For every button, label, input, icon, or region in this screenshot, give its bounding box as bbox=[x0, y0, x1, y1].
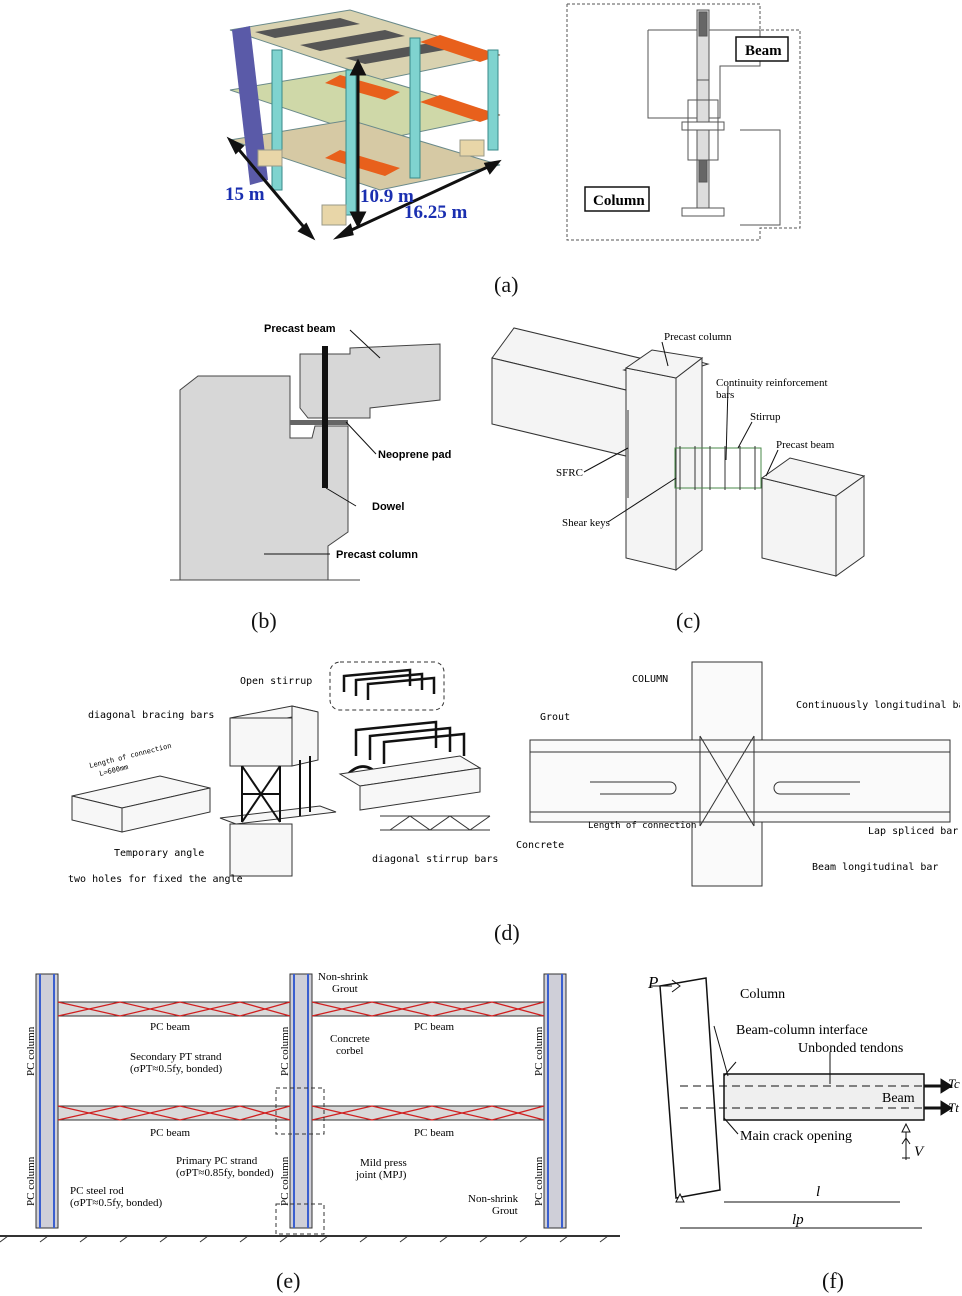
continuity-bars-label-1: Continuity reinforcement bbox=[716, 377, 828, 389]
unbonded-tendons-label: Unbonded tendons bbox=[798, 1041, 903, 1056]
caption-a: (a) bbox=[494, 272, 519, 297]
panel-a-building: 15 m 10.9 m 16.25 m Beam Column bbox=[225, 3, 801, 241]
continuous-bar-label: Continuously longitudinal bar bbox=[796, 700, 960, 711]
diagonal-bracing-bars-label: diagonal bracing bars bbox=[88, 710, 214, 721]
pc-column-label-6: PC column bbox=[533, 1156, 545, 1206]
beam-column-interface-label: Beam-column interface bbox=[736, 1023, 868, 1038]
panel-f-rocking-connection: P Column Beam-column interface Unbonded … bbox=[647, 973, 960, 1229]
beam-column-connection-detail bbox=[566, 3, 801, 241]
concrete-corbel-label-2: corbel bbox=[336, 1045, 363, 1057]
stirrup-label: Stirrup bbox=[750, 411, 781, 423]
c-precast-column-label: Precast column bbox=[664, 331, 732, 343]
length-connection-right-label: Length of connection bbox=[588, 821, 696, 831]
precast-column-label: Precast column bbox=[336, 549, 418, 561]
caption-e: (e) bbox=[276, 1268, 301, 1293]
pc-column-label-5: PC column bbox=[533, 1026, 545, 1076]
caption-c: (c) bbox=[676, 608, 701, 633]
crack-opening-label: Main crack opening bbox=[740, 1129, 852, 1144]
beam-longitudinal-label: Beam longitudinal bar bbox=[812, 862, 938, 873]
column-label: COLUMN bbox=[632, 674, 668, 685]
open-stirrup-label: Open stirrup bbox=[240, 676, 312, 687]
pc-column-label-4: PC column bbox=[279, 1156, 291, 1206]
mpj-label-1: Mild press bbox=[360, 1157, 407, 1169]
non-shrink-top-label-1: Non-shrink bbox=[318, 971, 369, 983]
pc-column-label-1: PC column bbox=[25, 1026, 37, 1076]
pc-beam-top-right-label: PC beam bbox=[414, 1021, 454, 1033]
pc-beam-top-left-label: PC beam bbox=[150, 1021, 190, 1033]
concrete-label: Concrete bbox=[516, 840, 564, 851]
dowel-label: Dowel bbox=[372, 501, 404, 513]
l-label: l bbox=[816, 1184, 820, 1200]
panel-c-sfrc-connection: Precast column Continuity reinforcement … bbox=[491, 327, 866, 577]
pc-column-label-2: PC column bbox=[25, 1156, 37, 1206]
primary-strand-label-1: Primary PC strand bbox=[176, 1155, 258, 1167]
f-beam-label: Beam bbox=[882, 1091, 915, 1106]
dim-length-label: 16.25 m bbox=[404, 202, 468, 223]
steel-rod-label-2: (σPT≈0.5fy, bonded) bbox=[70, 1197, 163, 1209]
neoprene-pad-label: Neoprene pad bbox=[378, 449, 451, 461]
pc-beam-bottom-left-label: PC beam bbox=[150, 1127, 190, 1139]
grout-label: Grout bbox=[540, 712, 570, 723]
concrete-corbel-label-1: Concrete bbox=[330, 1033, 370, 1045]
secondary-strand-label-1: Secondary PT strand bbox=[130, 1051, 222, 1063]
precast-beam-label: Precast beam bbox=[264, 323, 336, 335]
temporary-angle-label: Temporary angle bbox=[114, 848, 204, 859]
building-3d-model bbox=[229, 9, 501, 226]
panel-d-diagonal-bracing: Open stirrup diagonal bracing bars Lengt… bbox=[68, 661, 960, 887]
pc-column-label-3: PC column bbox=[279, 1026, 291, 1076]
steel-rod-label-1: PC steel rod bbox=[70, 1185, 124, 1197]
connection-beam-label: Beam bbox=[745, 43, 782, 59]
lap-spliced-label: Lap spliced bar bbox=[868, 826, 958, 837]
pc-beam-bottom-right-label: PC beam bbox=[414, 1127, 454, 1139]
panel-b-corbel-connection: Precast beam Neoprene pad Dowel Precast … bbox=[170, 323, 451, 581]
caption-d: (d) bbox=[494, 920, 520, 945]
caption-b: (b) bbox=[251, 608, 277, 633]
sfrc-label: SFRC bbox=[556, 467, 583, 479]
connection-column-label: Column bbox=[593, 193, 645, 209]
dim-height-label: 10.9 m bbox=[360, 186, 414, 207]
non-shrink-bottom-label-2: Grout bbox=[492, 1205, 518, 1217]
v-force-label: V bbox=[914, 1144, 925, 1160]
primary-strand-label-2: (σPT≈0.85fy, bonded) bbox=[176, 1167, 274, 1179]
diagonal-stirrup-bars-label: diagonal stirrup bars bbox=[372, 854, 498, 865]
panel-e-post-tensioned-frame: Non-shrink Grout PC beam PC beam Concret… bbox=[0, 971, 620, 1243]
mpj-label-2: joint (MPJ) bbox=[355, 1169, 407, 1181]
non-shrink-top-label-2: Grout bbox=[332, 983, 358, 995]
shear-keys-label: Shear keys bbox=[562, 517, 610, 529]
length-of-connection-label: Length of connection bbox=[89, 742, 173, 770]
caption-f: (f) bbox=[822, 1268, 844, 1293]
p-force-label: P bbox=[647, 973, 658, 992]
two-holes-label: two holes for fixed the angle bbox=[68, 874, 243, 885]
tc-label: Tc bbox=[948, 1076, 960, 1091]
lp-label: lp bbox=[792, 1212, 804, 1228]
tt-label: Tt bbox=[948, 1100, 959, 1115]
non-shrink-bottom-label-1: Non-shrink bbox=[468, 1193, 519, 1205]
dim-depth-label: 15 m bbox=[225, 184, 265, 205]
c-precast-beam-label: Precast beam bbox=[776, 439, 835, 451]
f-column-label: Column bbox=[740, 987, 785, 1002]
secondary-strand-label-2: (σPT≈0.5fy, bonded) bbox=[130, 1063, 223, 1075]
continuity-bars-label-2: bars bbox=[716, 389, 734, 401]
